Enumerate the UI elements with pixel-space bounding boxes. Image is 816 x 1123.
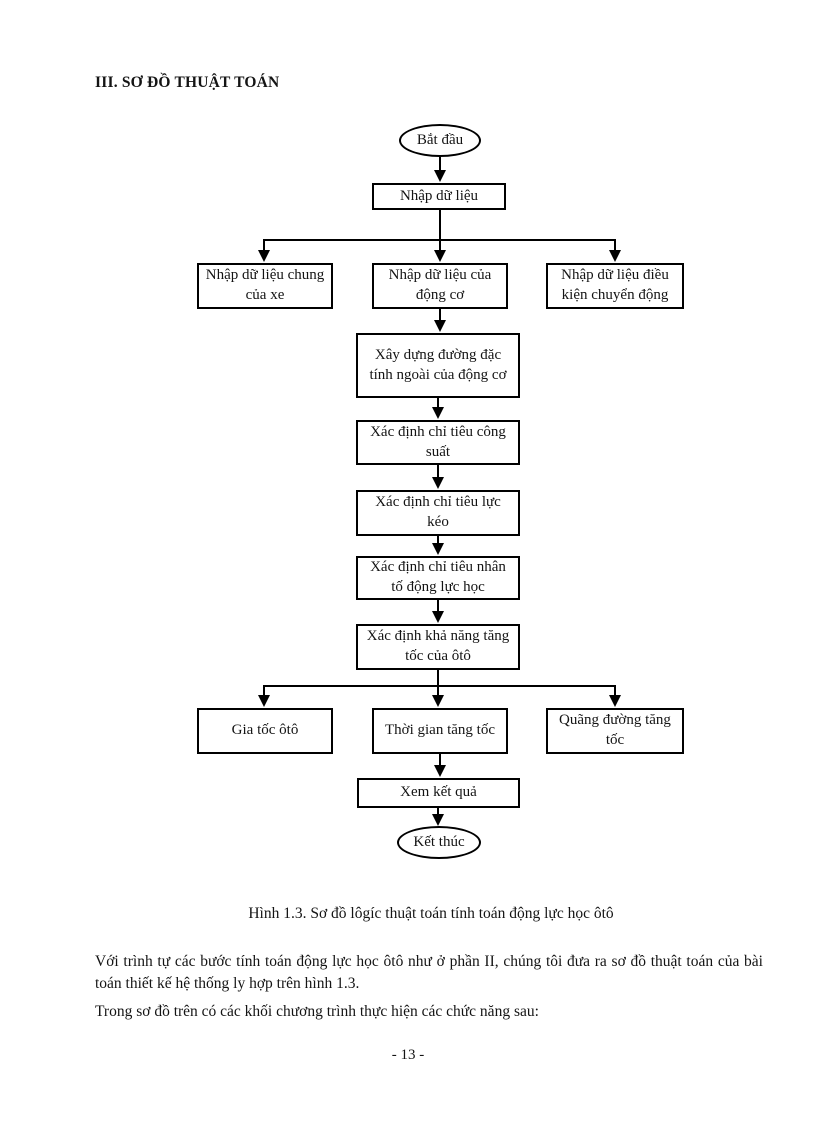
flowchart-node-start: Bắt đầu <box>399 124 481 157</box>
flowchart-node-time-result: Thời gian tăng tốc <box>372 708 508 754</box>
body-paragraph-1: Với trình tự các bước tính toán động lực… <box>95 953 763 992</box>
flowchart-node-view-results: Xem kết quả <box>357 778 520 808</box>
figure-caption: Hình 1.3. Sơ đồ lôgíc thuật toán tính to… <box>248 905 614 922</box>
flowchart-node-dynamic-factor-criteria: Xác định chỉ tiêu nhân tố động lực học <box>356 556 520 600</box>
body-paragraph-2: Trong sơ đồ trên có các khối chương trìn… <box>95 1003 539 1020</box>
flowchart-node-traction-criteria: Xác định chỉ tiêu lực kéo <box>356 490 520 536</box>
flowchart-node-end: Kết thúc <box>397 826 481 859</box>
page-number: - 13 - <box>391 1047 425 1063</box>
flowchart-node-input-engine: Nhập dữ liệu của động cơ <box>372 263 508 309</box>
flowchart-node-acceleration-capability: Xác định khả năng tăng tốc của ôtô <box>356 624 520 670</box>
flowchart-node-build-engine-curve: Xây dựng đường đặc tính ngoài của động c… <box>356 333 520 398</box>
flowchart-node-power-criteria: Xác định chỉ tiêu công suất <box>356 420 520 465</box>
section-title: III. SƠ ĐỒ THUẬT TOÁN <box>95 74 280 91</box>
flowchart-node-distance-result: Quãng đường tăng tốc <box>546 708 684 754</box>
flowchart-node-input-vehicle-general: Nhập dữ liệu chung của xe <box>197 263 333 309</box>
flowchart-node-acceleration-result: Gia tốc ôtô <box>197 708 333 754</box>
flowchart-node-input-motion-conditions: Nhập dữ liệu điều kiện chuyển động <box>546 263 684 309</box>
flowchart-node-input-data: Nhập dữ liệu <box>372 183 506 210</box>
